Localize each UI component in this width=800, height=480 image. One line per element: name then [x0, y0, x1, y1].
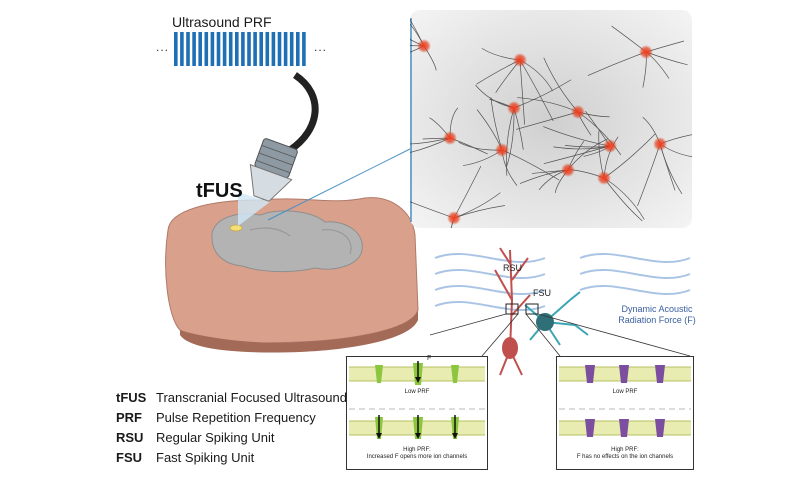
acoustic-waves	[434, 253, 691, 311]
neuron-micrograph	[410, 10, 692, 228]
pulse-bar	[204, 32, 209, 66]
fsu-low-prf-label: Low PRF	[612, 389, 638, 395]
legend-row-tfus: tFUS Transcranial Focused Ultrasound	[116, 390, 376, 410]
pulse-bar	[296, 32, 300, 66]
ultrasound-prf-title: Ultrasound PRF	[172, 14, 272, 30]
fsu-zoom-box	[525, 303, 539, 315]
legend-abbr: FSU	[116, 450, 142, 465]
pulse-bar	[210, 32, 215, 66]
neuron-soma	[653, 137, 667, 151]
neuron-soma	[639, 45, 653, 59]
pulse-bar	[302, 32, 306, 66]
pulse-bar	[174, 32, 178, 66]
ultrasound-beam	[238, 192, 270, 226]
rsu-low-prf-membrane	[349, 361, 485, 385]
pulse-train	[174, 32, 306, 66]
pulse-bar	[271, 32, 276, 66]
neuron-schematic	[430, 247, 691, 376]
pulse-bar	[259, 32, 263, 66]
rsu-high-prf-caption: High PRF: Increased F opens more ion cha…	[347, 447, 487, 461]
neuron-soma	[571, 105, 585, 119]
legend-definition: Pulse Repetition Frequency	[156, 410, 316, 425]
legend-abbr: tFUS	[116, 390, 147, 405]
abbreviation-legend: tFUS Transcranial Focused Ultrasound PRF…	[116, 390, 376, 470]
transducer-cable	[287, 72, 319, 153]
zoom-line	[267, 147, 413, 221]
pulse-bar	[283, 32, 288, 66]
brain	[211, 210, 363, 273]
pulse-bar	[180, 32, 184, 66]
tissue-block-side	[180, 310, 418, 353]
neuron-soma	[513, 53, 527, 67]
legend-definition: Fast Spiking Unit	[156, 450, 255, 465]
pulse-bar	[198, 32, 202, 66]
fsu-membrane-panel: Low PRF High PRF: F has no effects on th…	[556, 356, 694, 470]
force-symbol: F	[427, 355, 432, 362]
tfus-illustration	[165, 72, 419, 353]
pulse-bar	[235, 32, 239, 66]
rsu-membrane-panel: F Low PRF High PRF: Increased F opens mo…	[346, 355, 488, 470]
pulse-train-dots-left: ...	[156, 40, 170, 54]
rsu-zoom-box	[505, 303, 519, 315]
pulse-bar	[247, 32, 251, 66]
neuron-soma	[495, 143, 509, 157]
pulse-train-dots-right: ...	[314, 40, 328, 54]
legend-abbr: RSU	[116, 430, 144, 445]
fsu-low-prf-membrane	[559, 365, 691, 383]
fsu-high-prf-line2: F has no effects on the ion channels	[576, 454, 674, 460]
neuron-soma	[561, 163, 575, 177]
neuron-soma	[603, 139, 617, 153]
neuron-soma	[447, 211, 461, 225]
legend-definition: Transcranial Focused Ultrasound	[156, 390, 347, 405]
legend-row-prf: PRF Pulse Repetition Frequency	[116, 410, 376, 430]
legend-abbr: PRF	[116, 410, 142, 425]
neuron-soma	[507, 101, 521, 115]
legend-definition: Regular Spiking Unit	[156, 430, 275, 445]
pulse-bar	[241, 32, 245, 66]
fsu-high-prf-caption: High PRF: F has no effects on the ion ch…	[557, 447, 693, 461]
rsu-high-prf-membrane	[349, 415, 485, 439]
pulse-bar	[186, 32, 190, 66]
transducer	[249, 138, 298, 202]
pulse-bar	[253, 32, 257, 66]
pulse-bar	[277, 32, 282, 66]
fsu-neuron	[524, 291, 589, 346]
pulse-bar	[216, 32, 221, 66]
legend-row-fsu: FSU Fast Spiking Unit	[116, 450, 376, 470]
pulse-bar	[289, 32, 294, 66]
pulse-bar	[265, 32, 270, 66]
neuron-soma	[443, 131, 457, 145]
fsu-high-prf-line1: High PRF:	[611, 447, 639, 453]
legend-row-rsu: RSU Regular Spiking Unit	[116, 430, 376, 450]
rsu-label: RSU	[503, 263, 523, 273]
rsu-high-prf-line1: High PRF:	[403, 447, 431, 453]
radiation-force-label-line2: Radiation Force (F)	[618, 315, 696, 325]
rsu-soma	[502, 337, 518, 359]
pulse-bar	[228, 32, 233, 66]
fsu-high-prf-membrane	[559, 419, 691, 437]
neuron-soma	[597, 171, 611, 185]
pulse-bar	[222, 32, 227, 66]
rsu-high-prf-line2: Increased F opens more ion channels	[366, 454, 468, 460]
tfus-label: tFUS	[196, 180, 243, 202]
focal-spot	[229, 224, 243, 232]
radiation-force-label-line1: Dynamic Acoustic	[621, 304, 693, 314]
pulse-bar	[192, 32, 196, 66]
neuron-soma	[417, 39, 431, 53]
rsu-low-prf-label: Low PRF	[404, 389, 430, 395]
radiation-force-label: Dynamic Acoustic Radiation Force (F)	[602, 304, 712, 326]
fsu-label: FSU	[533, 288, 551, 298]
